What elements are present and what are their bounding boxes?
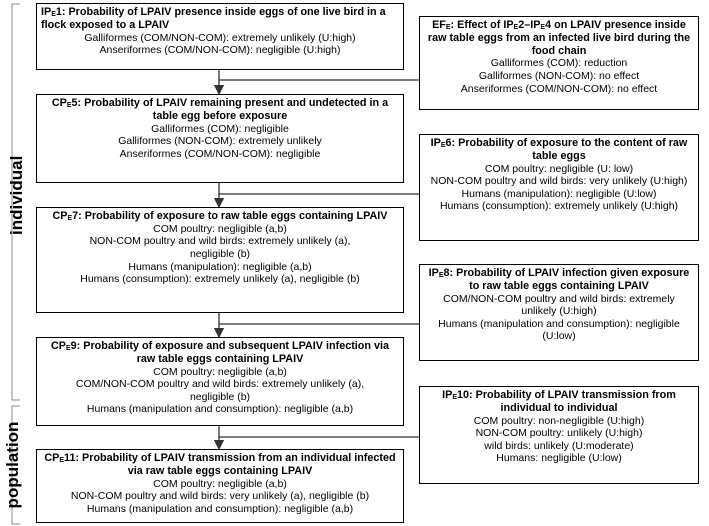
ip1-box: IPE1: Probability of LPAIV presence insi… (36, 3, 404, 70)
ip10-row: COM poultry: non-negligible (U:high) (473, 414, 645, 427)
cp7-row: Humans (manipulation): negligible (a,b) (128, 260, 312, 273)
ip10-row: wild birds: unlikely (U:moderate) (484, 439, 634, 452)
ip8-title: IPE8: Probability of LPAIV infection giv… (428, 267, 690, 292)
cp5-row: Galliformes (NON-COM): extremely unlikel… (118, 135, 322, 148)
ip8-box: IPE8: Probability of LPAIV infection giv… (419, 264, 699, 361)
cp9-row: Humans (manipulation and consumption): n… (86, 403, 354, 416)
cp5-title: CPE5: Probability of LPAIV remaining pre… (51, 97, 389, 122)
ip1-row: Anseriformes (COM/NON-COM): negligible (… (99, 44, 341, 57)
cp7-row: NON-COM poultry and wild birds: extremel… (89, 235, 351, 260)
individual-bracket (11, 3, 20, 401)
ef-row: Galliformes (NON-COM): no effect (478, 69, 640, 82)
cp11-row: COM poultry: negligible (a,b) (153, 477, 287, 490)
cp11-row: NON-COM poultry and wild birds: very unl… (70, 490, 370, 503)
cp7-row: Humans (consumption): extremely unlikely… (80, 273, 360, 286)
ef-row: Galliformes (COM): reduction (490, 57, 628, 70)
cp11-title: CPE11: Probability of LPAIV transmission… (44, 452, 396, 477)
ef-row: Anseriformes (COM/NON-COM): no effect (460, 82, 658, 95)
ip6-box: IPE6: Probability of exposure to the con… (419, 134, 699, 241)
cp9-box: CPE9: Probability of exposure and subseq… (36, 337, 404, 426)
cp9-row: COM poultry: negligible (a,b) (153, 365, 287, 378)
cp7-title: CPE7: Probability of exposure to raw tab… (52, 210, 388, 222)
ip1-row: Galliformes (COM/NON-COM): extremely unl… (84, 31, 356, 44)
population-bracket (11, 405, 20, 525)
cp5-box: CPE5: Probability of LPAIV remaining pre… (36, 94, 404, 183)
individual-label: individual (7, 155, 26, 235)
cp5-row: Anseriformes (COM/NON-COM): negligible (119, 147, 321, 160)
cp9-title: CPE9: Probability of exposure and subseq… (50, 340, 390, 365)
ip10-box: IPE10: Probability of LPAIV transmission… (419, 386, 699, 484)
cp5-row: Galliformes (COM): negligible (151, 122, 289, 135)
ef-title: EFE: Effect of IPE2–IPE4 on LPAIV presen… (427, 19, 691, 57)
population-label: population (3, 421, 22, 509)
ip6-title: IPE6: Probability of exposure to the con… (430, 137, 688, 162)
cp11-box: CPE11: Probability of LPAIV transmission… (36, 449, 404, 523)
ip1-title: IPE1: Probability of LPAIV presence insi… (41, 6, 386, 31)
ip6-row: NON-COM poultry and wild birds: very unl… (430, 175, 688, 188)
ip8-row: Humans (manipulation and consumption): n… (438, 317, 680, 343)
ip10-title: IPE10: Probability of LPAIV transmission… (442, 389, 676, 414)
ip6-row: Humans (manipulation): negligible (U:low… (461, 187, 657, 200)
cp11-row: Humans (manipulation and consumption): n… (86, 502, 354, 515)
ip10-row: Humans: negligible (U:low) (496, 452, 622, 465)
ef-box: EFE: Effect of IPE2–IPE4 on LPAIV presen… (419, 16, 699, 110)
ip10-row: NON-COM poultry: unlikely (U:high) (475, 427, 643, 440)
ip6-row: Humans (consumption): extremely unlikely… (439, 200, 679, 213)
cp9-row: COM/NON-COM poultry and wild birds: extr… (75, 378, 365, 403)
ip6-row: COM poultry: negligible (U: low) (484, 162, 634, 175)
cp7-row: COM poultry: negligible (a,b) (153, 222, 287, 235)
cp7-box: CPE7: Probability of exposure to raw tab… (36, 207, 404, 313)
ip8-row: COM/NON-COM poultry and wild birds: extr… (443, 292, 675, 318)
